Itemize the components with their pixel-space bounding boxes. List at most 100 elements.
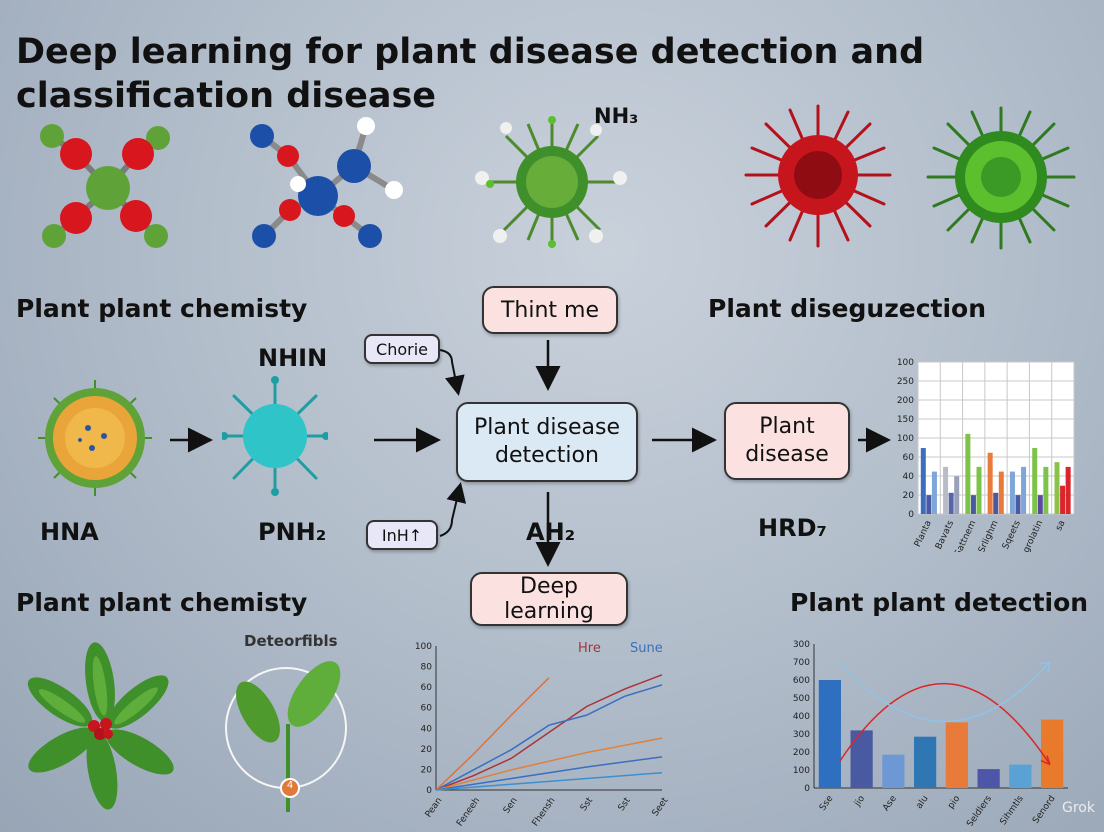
- chart3-xtick: pio: [946, 794, 962, 811]
- chart3-ytick: 300: [793, 730, 810, 740]
- chart3-bar: [977, 769, 1000, 788]
- chart1-bar: [1032, 448, 1038, 514]
- chart3-bar: [1009, 764, 1032, 788]
- chart1-bar: [931, 471, 937, 514]
- chart3-xtick: Sihmtls: [998, 794, 1026, 826]
- plant-cell-icon: [38, 380, 152, 496]
- chart2-xtick: Fhensh: [531, 796, 558, 826]
- chart1-bar: [1043, 466, 1049, 514]
- chart3-bar: [850, 730, 873, 788]
- molecule-green-red-icon: [40, 124, 170, 248]
- chart1-bar: [976, 466, 982, 514]
- chart3-xtick: Seldlers: [965, 794, 994, 826]
- chart1-xtick: Agrolatin: [1019, 519, 1045, 552]
- chart1-xtick: Sattnem: [953, 519, 978, 552]
- chart1-ytick: 150: [897, 415, 914, 425]
- chart2-xtick: Feneeh: [455, 796, 482, 826]
- chart1-bar: [1021, 466, 1027, 514]
- molecule-label-hrd: HRD₇: [758, 514, 827, 542]
- chart1-bar: [965, 433, 971, 514]
- chart2-series-line: [435, 674, 663, 791]
- box-right: Plant disease: [724, 402, 850, 480]
- chart1-ytick: 20: [903, 491, 915, 501]
- chart3-ytick: 700: [793, 658, 810, 668]
- chart1-xtick: Planta: [913, 519, 934, 549]
- chart3-bar: [914, 736, 937, 788]
- chart3-bar: [945, 722, 968, 788]
- heading-right-top: Plant diseguzection: [708, 294, 987, 323]
- chart1-bar: [1065, 466, 1071, 514]
- chart2-series-line: [435, 771, 663, 791]
- chart1-bar: [920, 448, 926, 514]
- chart3-blue-curve: [839, 661, 1051, 722]
- chart2-ytick: 60: [421, 683, 433, 693]
- chart1-bar: [1054, 462, 1060, 514]
- chart3-bar: [1041, 719, 1064, 788]
- chart1-xtick: Bavats: [934, 519, 956, 551]
- box-top: Thint me: [482, 286, 618, 334]
- chart2-series-line: [435, 677, 550, 791]
- chart1-ytick: 250: [897, 377, 914, 387]
- chart1-ytick: 100: [897, 434, 914, 444]
- molecule-label-hna: HNA: [40, 518, 99, 546]
- green-virus-icon: [475, 116, 627, 248]
- chart1-ytick: 0: [908, 510, 914, 520]
- leaf-badge: 4: [286, 780, 294, 791]
- chart3-bar: [818, 680, 841, 788]
- box-small-bottom: InH↑: [366, 520, 438, 550]
- chart3-xtick: Ase: [881, 794, 899, 814]
- chart3-ytick: 100: [793, 766, 810, 776]
- chart3-ytick: 300: [793, 640, 810, 650]
- chart2-ytick: 80: [421, 663, 433, 673]
- chart1-xtick: Sqeets: [1001, 519, 1023, 551]
- chart1-bar: [1015, 495, 1021, 514]
- chart1-ytick: 40: [903, 472, 915, 482]
- chart1-ytick: 200: [897, 396, 914, 406]
- molecule-blue-red-icon: [250, 117, 403, 248]
- chart1-ytick: 100: [897, 358, 914, 368]
- chart2-xtick: Sen: [502, 796, 520, 816]
- chart1-bar: [1037, 495, 1043, 514]
- chart3-ytick: 0: [804, 784, 810, 794]
- chart1-ytick: 60: [903, 453, 915, 463]
- leaf-plant-icon: [27, 642, 174, 810]
- chart1-bar: [954, 476, 960, 514]
- page-title: Deep learning for plant disease detectio…: [16, 32, 925, 116]
- chart3-ytick: 400: [793, 712, 810, 722]
- heading-left-bottom: Plant plant chemisty: [16, 588, 308, 617]
- chart2-ytick: 60: [421, 704, 433, 714]
- chart2-xtick: Sst: [579, 796, 595, 814]
- chart3-bar: [882, 754, 905, 788]
- molecule-label-pnh2: PNH₂: [258, 518, 327, 546]
- chart3-xtick: Senord: [1031, 794, 1057, 826]
- chart1-xtick: sa: [1054, 519, 1067, 532]
- chart2-series-label: Sune: [630, 641, 663, 656]
- sprout-diagram-icon: [225, 661, 347, 812]
- box-deep-learning: Deep learning: [470, 572, 628, 626]
- nh3-label: NH₃: [594, 104, 639, 128]
- watermark: Grok: [1062, 800, 1095, 816]
- chart1-bar: [993, 492, 999, 514]
- chart3-ytick: 600: [793, 676, 810, 686]
- chart2-ytick: 40: [421, 724, 433, 734]
- chart1-bar: [926, 495, 932, 514]
- chart2-ytick: 100: [415, 642, 432, 652]
- heading-left-top: Plant plant chemisty: [16, 294, 308, 323]
- chart1-bar: [987, 452, 993, 514]
- heading-right-bottom: Plant plant detection: [790, 588, 1089, 617]
- leaf-label: Deteorfibls: [244, 632, 338, 650]
- chart1-bar: [948, 492, 954, 514]
- green-cell-virus-icon: [926, 106, 1076, 250]
- chart2-series-label: Hre: [578, 641, 601, 656]
- chart3-ytick: 500: [793, 694, 810, 704]
- box-small-top: Chorie: [364, 334, 440, 364]
- chart2-xtick: Pean: [424, 796, 445, 820]
- chart2-ytick: 20: [421, 765, 433, 775]
- chart2-ytick: 20: [421, 745, 433, 755]
- red-virus-icon: [744, 104, 892, 248]
- chart3-xtick: jio: [852, 794, 867, 810]
